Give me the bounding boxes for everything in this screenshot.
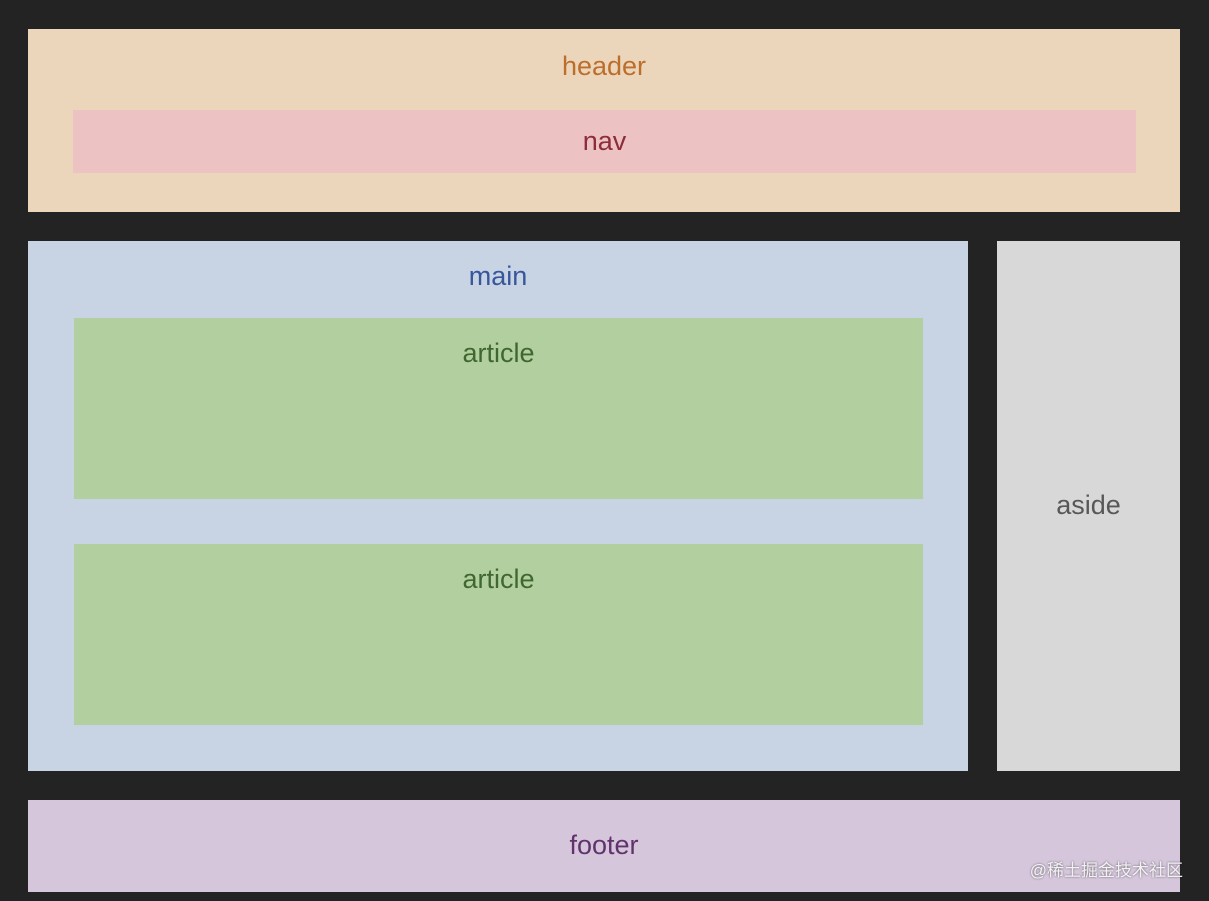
- watermark-text: @稀土掘金技术社区: [1029, 861, 1183, 880]
- article-region-2: article: [74, 544, 923, 725]
- footer-label: footer: [569, 830, 639, 860]
- aside-label: aside: [1056, 490, 1121, 520]
- article-region-1: article: [74, 318, 923, 499]
- aside-region: aside: [997, 241, 1180, 771]
- article-label-1: article: [462, 338, 535, 368]
- footer-region: footer: [28, 800, 1180, 892]
- nav-region: nav: [73, 110, 1136, 173]
- header-label: header: [561, 51, 647, 81]
- nav-label: nav: [582, 126, 627, 156]
- main-label: main: [468, 261, 528, 291]
- main-region: main article article: [28, 241, 968, 771]
- header-region: header nav: [28, 29, 1180, 212]
- article-label-2: article: [462, 564, 535, 594]
